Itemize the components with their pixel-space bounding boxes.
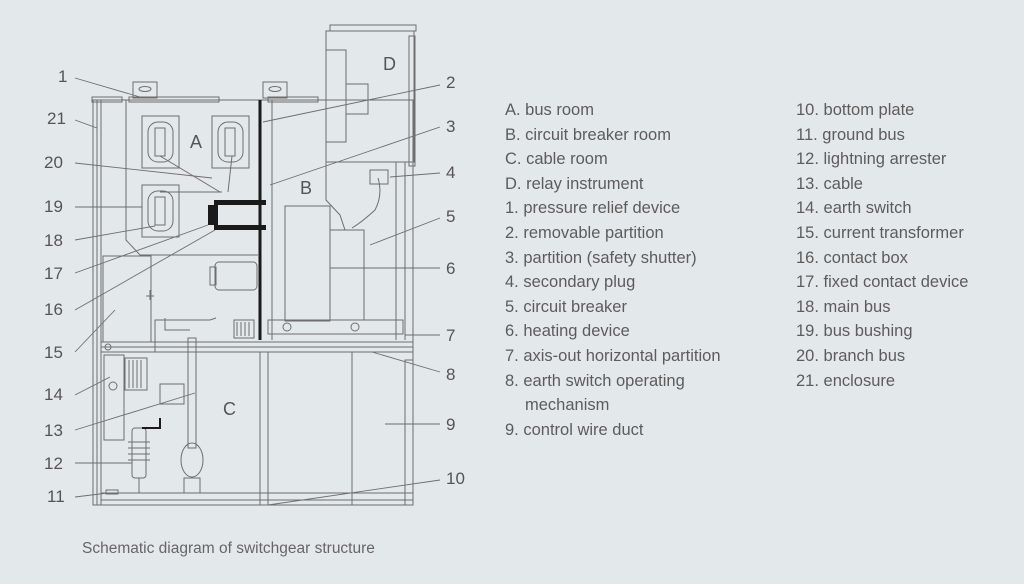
room-label-a: A [190, 132, 202, 152]
callout-10: 10 [446, 469, 465, 488]
callout-20: 20 [44, 153, 63, 172]
diagram-caption: Schematic diagram of switchgear structur… [82, 540, 375, 557]
callout-numbers: 1 21 20 19 18 17 16 15 14 13 12 11 2 3 4… [44, 67, 465, 506]
callout-16: 16 [44, 300, 63, 319]
legend-item-20: 20. branch bus [796, 346, 906, 365]
legend-item-19: 19. bus bushing [796, 322, 913, 341]
callout-21: 21 [47, 109, 66, 128]
leader-lines [74, 77, 441, 506]
branch-bus [159, 155, 221, 193]
lightning-arrester [128, 427, 150, 493]
callout-5: 5 [446, 207, 455, 226]
pressure-relief-device [132, 81, 288, 99]
room-label-b: B [300, 178, 312, 198]
earth-switch-mechanism [154, 317, 255, 352]
callout-2: 2 [446, 73, 455, 92]
legend-item-12: 12. lightning arrester [796, 150, 947, 169]
callout-3: 3 [446, 117, 455, 136]
legend-item-8-continued: mechanism [525, 396, 610, 415]
legend-item-13: 13. cable [796, 174, 863, 193]
callout-11: 11 [47, 487, 65, 506]
legend-item-21: 21. enclosure [796, 371, 896, 390]
enclosure [91, 96, 414, 506]
legend-right: 10. bottom plate 11. ground bus 12. ligh… [796, 98, 968, 393]
legend-item-11: 11. ground bus [796, 125, 905, 144]
legend-item-3: 3. partition (safety shutter) [505, 248, 697, 267]
legend-item-16: 16. contact box [796, 248, 908, 267]
bus-room [125, 100, 258, 256]
horizontal-partition [101, 341, 413, 353]
callout-6: 6 [446, 259, 455, 278]
callout-7: 7 [446, 326, 455, 345]
relay-instrument-box [325, 24, 417, 167]
callout-13: 13 [44, 421, 63, 440]
legend-item-8: 8. earth switch operating [505, 371, 685, 390]
earth-switch [103, 343, 185, 441]
legend-item-4: 4. secondary plug [505, 273, 636, 292]
legend-item-6: 6. heating device [505, 322, 630, 341]
circuit-breaker-room [267, 100, 406, 340]
legend-item-b: B. circuit breaker room [505, 125, 671, 144]
legend-item-14: 14. earth switch [796, 199, 912, 218]
callout-12: 12 [44, 454, 63, 473]
legend-item-a: A. bus room [505, 101, 594, 119]
callout-18: 18 [44, 231, 63, 250]
ground-bus [105, 489, 119, 495]
callout-15: 15 [44, 343, 63, 362]
legend-item-c: C. cable room [505, 150, 608, 169]
legend-item-18: 18. main bus [796, 297, 891, 316]
legend-item-5: 5. circuit breaker [505, 297, 627, 316]
control-wire-duct [404, 359, 414, 506]
cable-room [101, 352, 413, 505]
callout-9: 9 [446, 415, 455, 434]
legend-item-17: 17. fixed contact device [796, 273, 969, 292]
callout-1: 1 [58, 67, 67, 86]
legend-item-9: 9. control wire duct [505, 420, 644, 439]
callout-17: 17 [44, 264, 63, 283]
legend-item-15: 15. current transformer [796, 223, 964, 242]
legend-left: A. bus room B. circuit breaker room C. c… [505, 98, 721, 442]
callout-4: 4 [446, 163, 455, 182]
current-transformer [102, 255, 154, 343]
contact-box [208, 200, 266, 230]
legend-item-7: 7. axis-out horizontal partition [505, 346, 721, 365]
removable-partition [142, 100, 262, 429]
room-label-d: D [383, 54, 396, 74]
callout-19: 19 [44, 197, 63, 216]
callout-14: 14 [44, 385, 63, 404]
heating-device [209, 261, 258, 291]
cable [180, 337, 204, 494]
room-label-c: C [223, 399, 236, 419]
legend-item-1: 1. pressure relief device [505, 199, 681, 218]
legend-item-d: D. relay instrument [505, 174, 644, 193]
legend-item-10: 10. bottom plate [796, 101, 915, 119]
callout-8: 8 [446, 365, 455, 384]
legend-item-2: 2. removable partition [505, 223, 664, 242]
